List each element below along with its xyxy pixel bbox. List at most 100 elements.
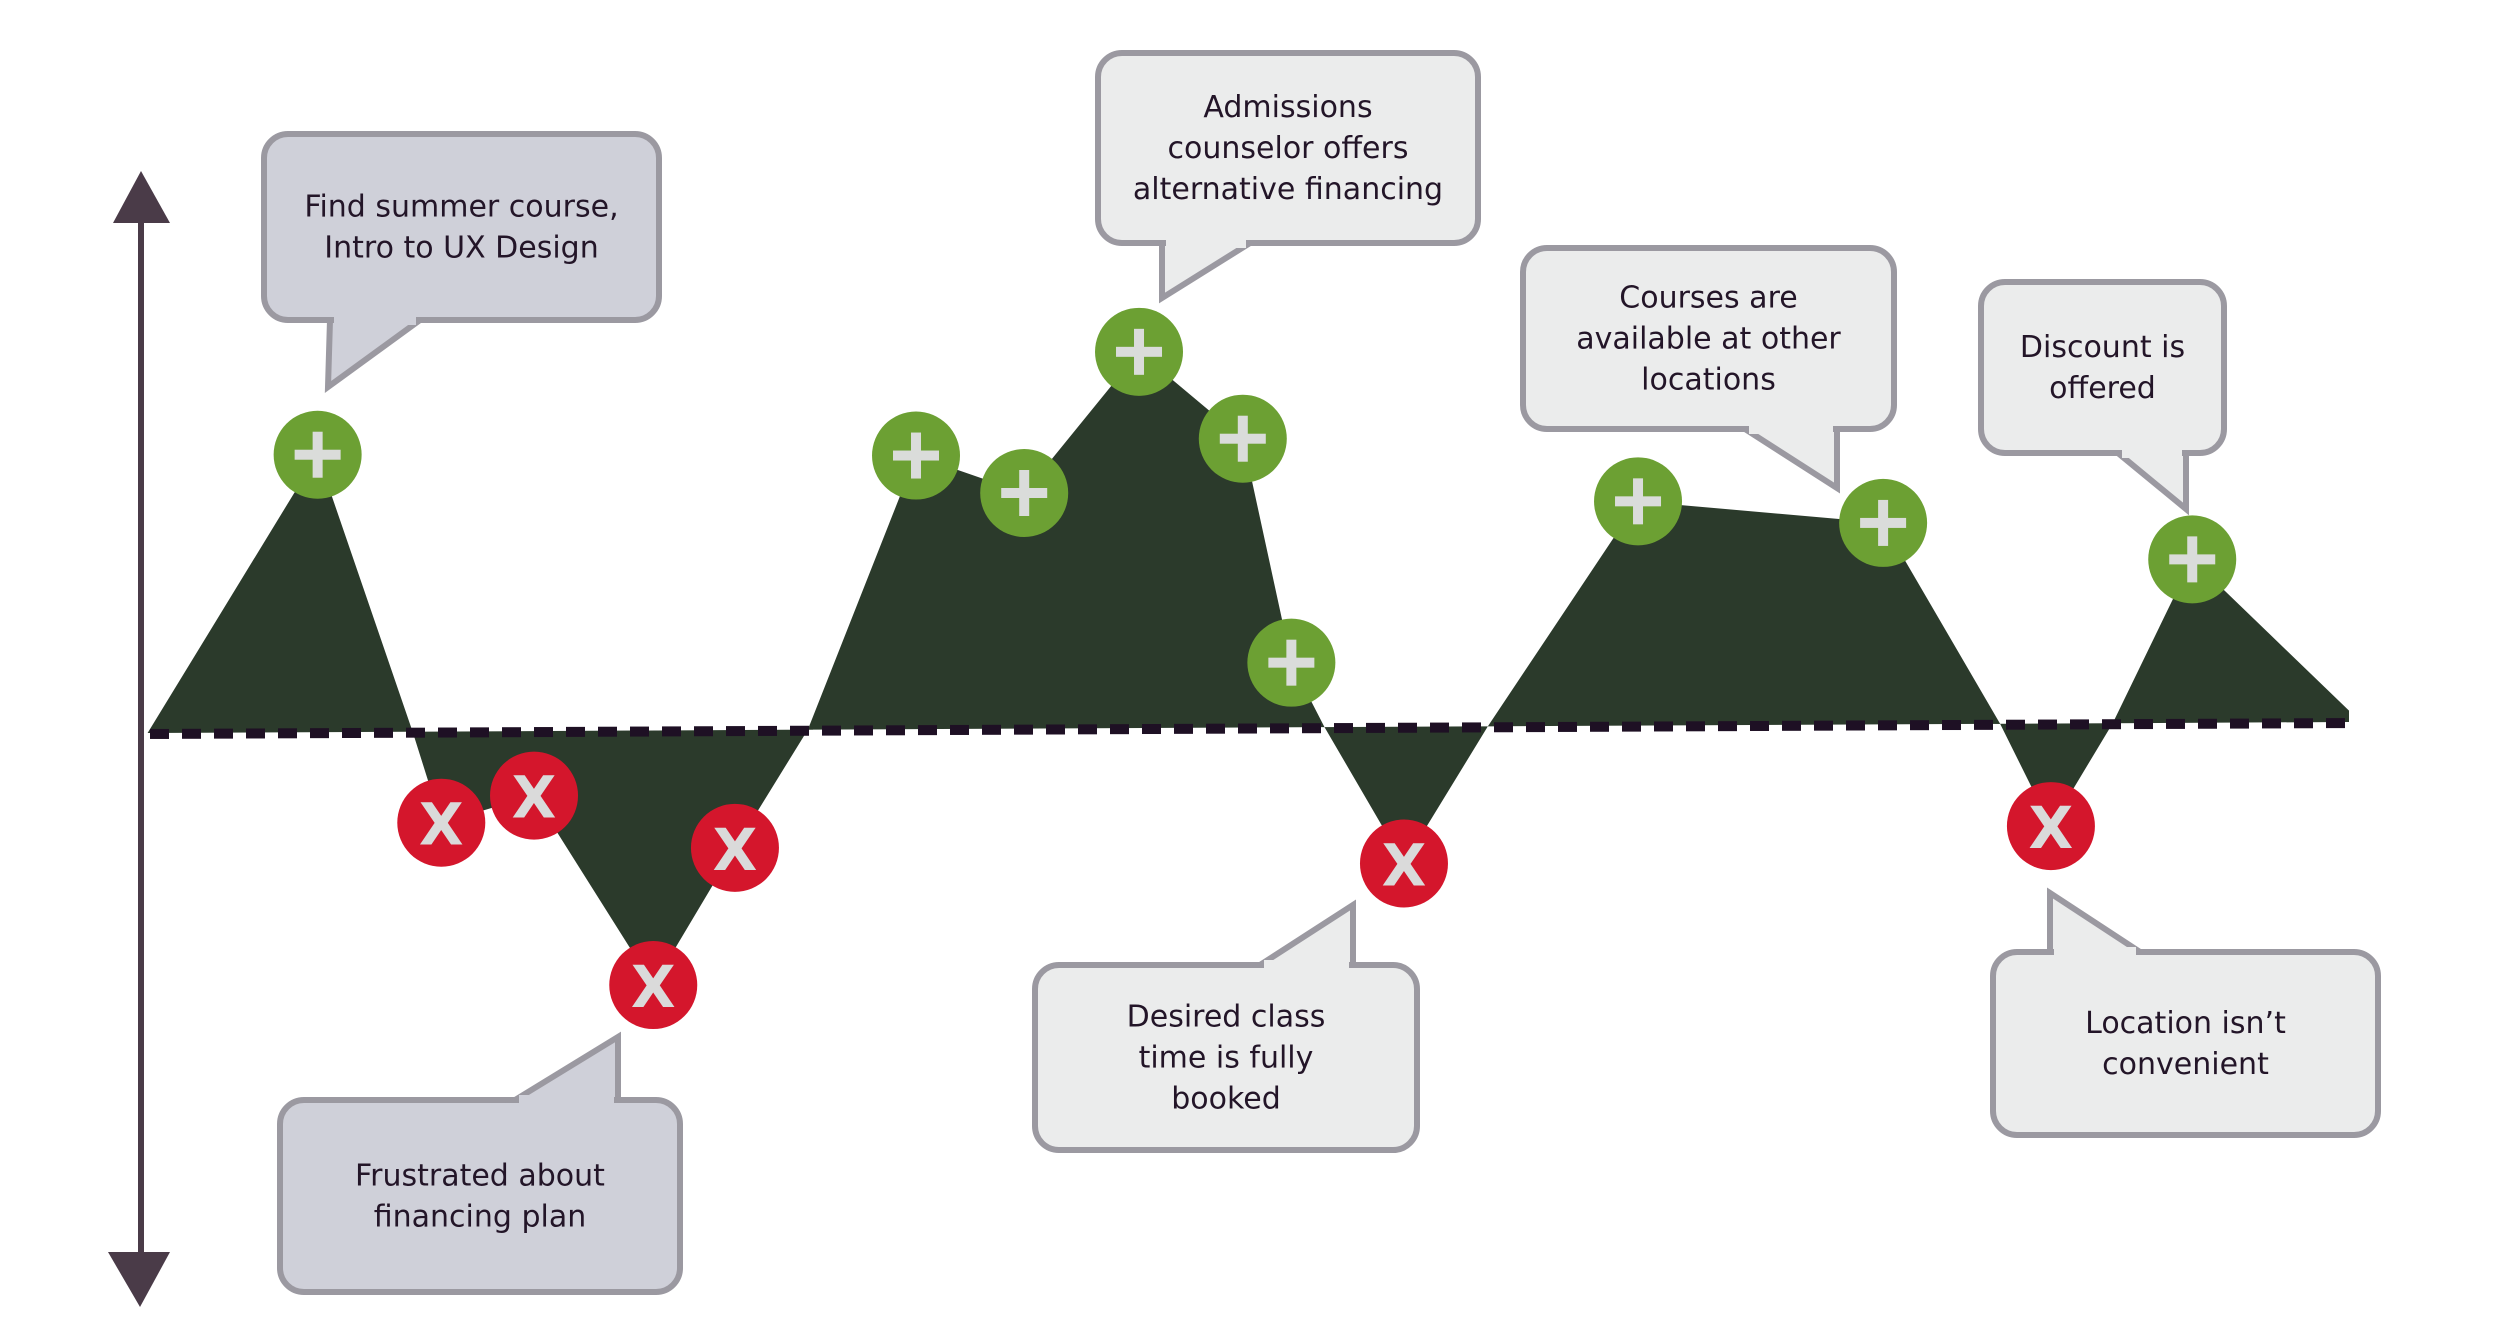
speech-bubble-body bbox=[1990, 949, 2381, 1138]
baseline-dash bbox=[246, 728, 265, 739]
baseline-dash bbox=[502, 727, 521, 738]
speech-bubble-text: Find summer course, bbox=[304, 190, 618, 225]
baseline-dash bbox=[1174, 723, 1193, 734]
baseline-dash bbox=[1878, 720, 1897, 731]
speech-bubble-tail bbox=[324, 317, 430, 394]
baseline-dash bbox=[182, 728, 201, 739]
speech-bubble-body bbox=[1095, 50, 1481, 246]
baseline-dash bbox=[1590, 721, 1609, 732]
speech-bubble-body bbox=[1032, 962, 1420, 1153]
negative-touchpoint: X bbox=[690, 803, 779, 892]
sentiment-axis bbox=[108, 171, 170, 1307]
plus-icon-bar bbox=[1633, 478, 1644, 525]
x-icon: X bbox=[713, 816, 758, 884]
speech-bubble-text: Location isn’t bbox=[2085, 1006, 2286, 1041]
negative-touchpoint: X bbox=[397, 778, 486, 867]
positive-touchpoint bbox=[1839, 478, 1928, 567]
positive-touchpoint bbox=[1594, 457, 1683, 546]
speech-bubble-body bbox=[1978, 279, 2227, 456]
baseline-dash bbox=[2134, 719, 2153, 730]
baseline-dash bbox=[1270, 723, 1289, 734]
baseline-dash bbox=[2006, 719, 2025, 730]
baseline-dash bbox=[1430, 722, 1449, 733]
speech-bubble-body bbox=[1520, 245, 1897, 432]
plus-icon bbox=[1615, 478, 1662, 525]
speech-bubble-text: alternative financing bbox=[1133, 172, 1443, 207]
speech-bubble-text: booked bbox=[1171, 1082, 1281, 1117]
baseline-dash bbox=[1078, 724, 1097, 735]
plus-icon bbox=[294, 431, 341, 478]
baseline-dash bbox=[278, 728, 297, 739]
baseline-dash bbox=[918, 725, 937, 736]
baseline-dash bbox=[1462, 722, 1481, 733]
baseline-dash bbox=[598, 726, 617, 737]
baseline-dash bbox=[662, 726, 681, 737]
baseline-dash bbox=[1942, 720, 1961, 731]
baseline-dash bbox=[1654, 721, 1673, 732]
negative-touchpoint: X bbox=[490, 751, 579, 840]
baseline-dash bbox=[1334, 723, 1353, 734]
speech-bubble-text: Discount is bbox=[2020, 330, 2185, 365]
speech-bubble-tail bbox=[2109, 450, 2189, 516]
baseline-dash bbox=[1750, 720, 1769, 731]
baseline-dash bbox=[2294, 718, 2313, 729]
negative-marker-circle bbox=[490, 751, 579, 840]
baseline-dash bbox=[566, 726, 585, 737]
plus-icon bbox=[2169, 536, 2216, 583]
baseline-dash bbox=[214, 728, 233, 739]
baseline-dash bbox=[1142, 724, 1161, 735]
plus-icon-bar bbox=[1878, 499, 1889, 546]
x-icon: X bbox=[2029, 794, 2074, 862]
baseline-dash bbox=[1398, 722, 1417, 733]
plus-icon-bar bbox=[1237, 415, 1248, 462]
baseline-dash bbox=[2038, 719, 2057, 730]
plus-icon bbox=[1268, 639, 1315, 686]
baseline-dash bbox=[1206, 723, 1225, 734]
arrow-down-icon bbox=[108, 1252, 170, 1307]
baseline-dash bbox=[1686, 721, 1705, 732]
baseline-dash bbox=[2262, 718, 2281, 729]
x-icon: X bbox=[419, 791, 464, 859]
baseline-dash bbox=[534, 727, 553, 738]
baseline-dash bbox=[1910, 720, 1929, 731]
baseline-dash bbox=[374, 727, 393, 738]
baseline-dash bbox=[1046, 724, 1065, 735]
speech-bubble-body bbox=[261, 131, 662, 323]
positive-touchpoint bbox=[872, 411, 961, 500]
neutral-baseline bbox=[150, 718, 2345, 739]
baseline-dash bbox=[406, 727, 425, 738]
plus-icon bbox=[1860, 499, 1907, 546]
plus-icon bbox=[1001, 470, 1048, 516]
baseline-dash bbox=[1302, 723, 1321, 734]
baseline-dash bbox=[2102, 719, 2121, 730]
positive-touchpoint bbox=[1198, 394, 1287, 483]
baseline-dash bbox=[886, 725, 905, 736]
negative-marker-circle bbox=[2006, 782, 2095, 871]
baseline-dash bbox=[2230, 718, 2249, 729]
baseline-dash bbox=[854, 725, 873, 736]
baseline-dash bbox=[1494, 722, 1513, 733]
plus-icon-bar bbox=[1134, 328, 1145, 375]
baseline-dash bbox=[150, 728, 169, 739]
baseline-dash bbox=[1238, 723, 1257, 734]
baseline-dash bbox=[1014, 724, 1033, 735]
negative-marker-circle bbox=[397, 778, 486, 867]
baseline-dash bbox=[726, 726, 745, 737]
arrow-up-icon bbox=[113, 171, 170, 223]
baseline-dash bbox=[1558, 721, 1577, 732]
baseline-dash bbox=[2166, 718, 2185, 729]
baseline-dash bbox=[438, 727, 457, 738]
speech-bubble-tail bbox=[1734, 426, 1840, 494]
baseline-dash bbox=[790, 725, 809, 736]
speech-bubble-tail bbox=[1249, 899, 1356, 968]
negative-touchpoint: X bbox=[1359, 819, 1448, 908]
baseline-dash bbox=[758, 725, 777, 736]
baseline-dash bbox=[1622, 721, 1641, 732]
speech-bubble-tail bbox=[2047, 887, 2151, 955]
negative-touchpoint: X bbox=[2006, 782, 2095, 871]
